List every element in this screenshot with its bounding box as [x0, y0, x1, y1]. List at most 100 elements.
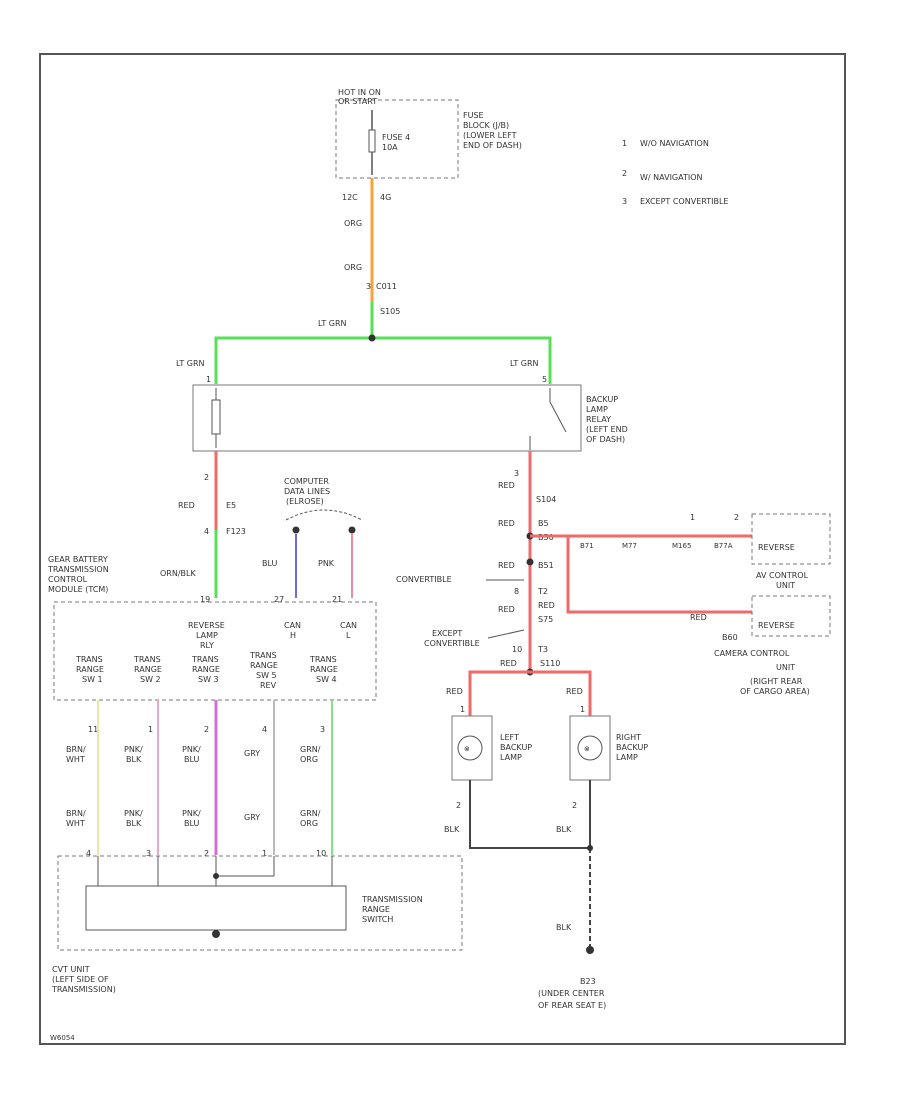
cvt-unit-3: TRANSMISSION) [51, 985, 116, 994]
fuse-block-label-4: END OF DASH) [463, 141, 522, 150]
sw-dot-1 [213, 873, 219, 879]
left-lamp-bulb-glyph: ⊗ [464, 745, 470, 753]
trans-1-w1b: WHT [66, 755, 85, 764]
tcm-label-3: CONTROL [48, 575, 88, 584]
org-label-2: ORG [344, 263, 362, 272]
fuse-hot-label-2: OR START [338, 97, 377, 106]
trans-2-w2a: PNK/ [124, 809, 143, 818]
trans-3-l2: RANGE [192, 665, 220, 674]
relay-name-4: (LEFT END [586, 425, 628, 434]
trans-input-1: TRANS RANGE SW 1 11 BRN/ WHT BRN/ WHT 4 [66, 655, 104, 858]
relay-switch-arm [549, 401, 567, 433]
trans-1-w2b: WHT [66, 819, 85, 828]
trans-2-l3: SW 2 [140, 675, 161, 684]
tcm-canl-2: L [346, 631, 351, 640]
right-lamp-1: RIGHT [616, 733, 641, 742]
trans-2-l2: RANGE [134, 665, 162, 674]
blk-left-wire [469, 780, 590, 849]
fuse-block-label-2: BLOCK (J/B) [463, 121, 509, 130]
trans-input-2: TRANS RANGE SW 2 1 PNK/ BLK PNK/ BLK 3 [124, 655, 162, 858]
except-arrow [487, 629, 525, 639]
tcm-canh-1: CAN [284, 621, 301, 630]
lt-grn-left-label: LT GRN [176, 359, 205, 368]
relay-pin-rb: 3 [514, 469, 519, 478]
sw-ground-dot [212, 930, 220, 938]
cam-label-2: UNIT [776, 663, 795, 672]
left-lamp-3: LAMP [500, 753, 522, 762]
fuse-element [368, 129, 376, 153]
diagram-frame [39, 53, 846, 1045]
convertible-label: CONVERTIBLE [396, 575, 452, 584]
tcm-label-1: GEAR BATTERY [48, 555, 108, 564]
relay-name-5: OF DASH) [586, 435, 625, 444]
tcm-reverse-3: RLY [200, 641, 214, 650]
cvt-unit-1: CVT UNIT [52, 965, 90, 974]
tcm-pin-canh: 27 [274, 595, 284, 604]
trans-input-4: TRANS RANGE SW 5 REV 4 GRY GRY 1 [244, 651, 278, 858]
right-lamp-3: LAMP [616, 753, 638, 762]
fuse-hot-label-1: HOT IN ON [338, 88, 381, 97]
trans-3-w2b: BLU [184, 819, 200, 828]
trans-1-l2: RANGE [76, 665, 104, 674]
conn-c011-pin: 3 [366, 282, 371, 291]
trans-1-w2a: BRN/ [66, 809, 86, 818]
tcm-label-4: MODULE (TCM) [48, 585, 108, 594]
trans-2-l1: TRANS [133, 655, 161, 664]
trans-4-l1: TRANS [249, 651, 277, 660]
trans-5-l1: TRANS [309, 655, 337, 664]
cam-c2: M77 [622, 542, 637, 550]
switch-label-2: RANGE [362, 905, 390, 914]
trans-5-conn: 10 [316, 849, 326, 858]
relay-name-1: BACKUP [586, 395, 618, 404]
fuse-block-label-1: FUSE [463, 111, 484, 120]
red-t2-label: RED [498, 605, 515, 614]
lt-grn-bus [214, 336, 552, 384]
trans-2-conn: 3 [146, 849, 151, 858]
cvt-unit-box [57, 855, 463, 951]
orn-blk-label: ORN/BLK [160, 569, 196, 578]
trans-5-w2b: ORG [300, 819, 318, 828]
lt-grn-right-label: LT GRN [510, 359, 539, 368]
trans-1-l1: TRANS [75, 655, 103, 664]
trans-3-w1b: BLU [184, 755, 200, 764]
computer-label-1: COMPUTER [284, 477, 329, 486]
splice-s104: S104 [536, 495, 556, 504]
trans-3-w1a: PNK/ [182, 745, 201, 754]
cam-c4: B77A [714, 542, 733, 550]
trans-2-pin: 1 [148, 725, 153, 734]
conn-red-lbl: RED [538, 601, 555, 610]
red-right-lamp-label: RED [566, 687, 583, 696]
left-lamp-pin-top: 1 [460, 705, 465, 714]
legend-text-3: EXCEPT CONVERTIBLE [640, 197, 728, 206]
relay-name-2: LAMP [586, 405, 608, 414]
cam-label-1: CAMERA CONTROL [714, 649, 790, 658]
trans-1-pin: 11 [88, 725, 98, 734]
trans-1-conn: 4 [86, 849, 91, 858]
cvt-unit-2: (LEFT SIDE OF [52, 975, 109, 984]
cam-pin-2: 2 [734, 513, 739, 522]
av-control-box [751, 513, 831, 565]
pin-8: 8 [514, 587, 519, 596]
conn-t2: T2 [537, 587, 548, 596]
blk-left-label: BLK [444, 825, 460, 834]
reverse-bot-label: REVERSE [758, 621, 795, 630]
trans-5-pin: 3 [320, 725, 325, 734]
red-left-lamp-label: RED [446, 687, 463, 696]
trans-4-w1a: GRY [244, 749, 260, 758]
fuse-block-outline [335, 99, 459, 179]
red-relay-left-label: RED [178, 501, 195, 510]
blk-ground-label: BLK [556, 923, 572, 932]
fuse-block-label-3: (LOWER LEFT [463, 131, 517, 140]
relay-box [192, 384, 582, 452]
trans-4-pin: 4 [262, 725, 267, 734]
blk-right-label: BLK [556, 825, 572, 834]
fuse-pin-left: 12C [342, 193, 358, 202]
trans-5-w1b: ORG [300, 755, 318, 764]
left-lamp-2: BACKUP [500, 743, 532, 752]
can-l-dot [348, 526, 356, 534]
computer-label-2: DATA LINES [284, 487, 330, 496]
red-relay-right-label: RED [498, 481, 515, 490]
fuse-name-1: FUSE 4 [382, 133, 410, 142]
tcm-reverse-2: LAMP [196, 631, 218, 640]
ground-id: B23 [580, 977, 596, 986]
